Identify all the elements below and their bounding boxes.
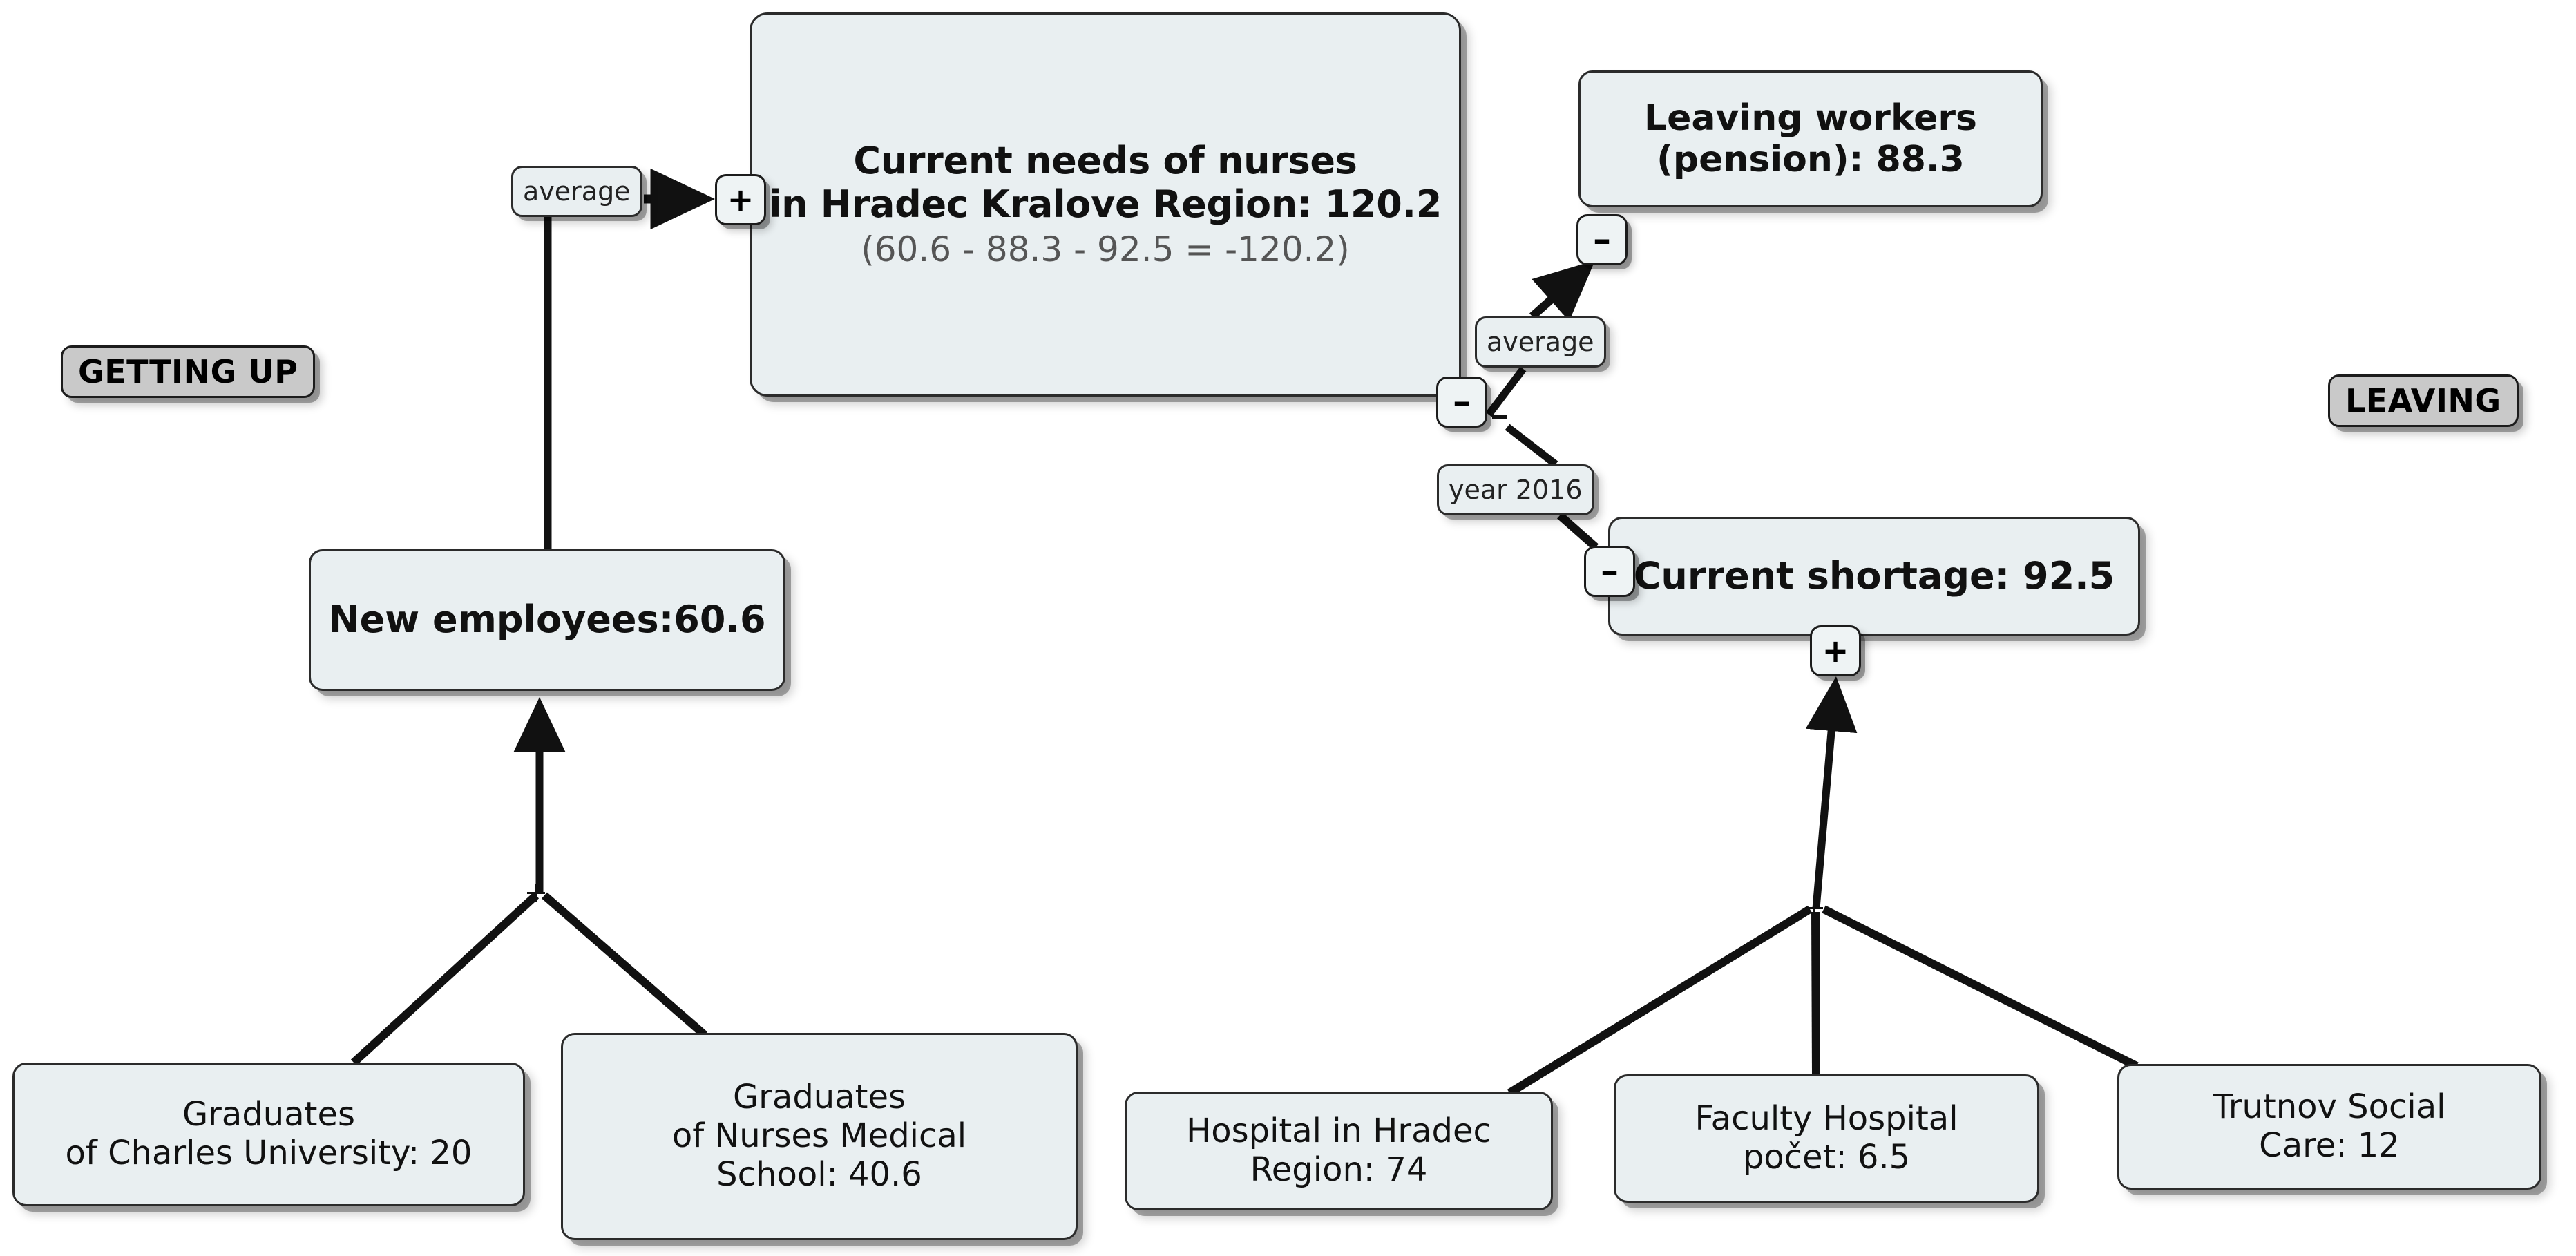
- node-leaving-workers-pension[interactable]: Leaving workers (pension): 88.3: [1578, 70, 2043, 207]
- node-current-needs-of-nurses[interactable]: Current needs of nurses in Hradec Kralov…: [750, 12, 1461, 397]
- edge-label-year-2016[interactable]: year 2016: [1437, 464, 1594, 515]
- node-hospital-hradec-line1: Hospital in Hradec: [1186, 1112, 1491, 1151]
- node-leaving-workers-line1: Leaving workers: [1643, 97, 1977, 139]
- edge-main-right-split: [1485, 366, 1527, 417]
- junction-plus-left-icon: [527, 884, 545, 902]
- edge-label-average-left[interactable]: average: [511, 166, 642, 217]
- node-leaving-workers-line2: (pension): 88.3: [1657, 139, 1965, 180]
- node-main-line1: Current needs of nurses: [853, 139, 1357, 183]
- port-minus-main-right-icon[interactable]: –: [1436, 377, 1487, 428]
- node-current-shortage-label: Current shortage: 92.5: [1633, 553, 2115, 598]
- node-grad-charles-line1: Graduates: [182, 1095, 355, 1134]
- node-trutnov-line1: Trutnov Social: [2213, 1087, 2446, 1127]
- node-main-line2: in Hradec Kralove Region: 120.2: [768, 182, 1442, 226]
- port-minus-leaving-workers-icon[interactable]: –: [1576, 214, 1628, 265]
- node-trutnov-social-care[interactable]: Trutnov Social Care: 12: [2117, 1064, 2541, 1190]
- group-badge-getting-up: GETTING UP: [61, 345, 316, 398]
- node-main-formula: (60.6 - 88.3 - 92.5 = -120.2): [861, 229, 1350, 269]
- node-grad-nurses-line3: School: 40.6: [716, 1154, 922, 1194]
- node-grad-nurses-line2: of Nurses Medical: [671, 1116, 967, 1156]
- node-faculty-hospital-line2: počet: 6.5: [1742, 1138, 1911, 1177]
- edge-label-average-right[interactable]: average: [1475, 316, 1606, 368]
- edge-trutnov-to-junction: [1822, 905, 2139, 1070]
- node-current-shortage[interactable]: Current shortage: 92.5: [1608, 517, 2140, 636]
- node-trutnov-line2: Care: 12: [2259, 1126, 2400, 1165]
- node-hospital-hradec-line2: Region: 74: [1250, 1150, 1428, 1189]
- node-faculty-hospital-line1: Faculty Hospital: [1695, 1099, 1958, 1139]
- node-graduates-charles-university[interactable]: Graduates of Charles University: 20: [12, 1063, 525, 1206]
- edge-average-right-to-leaving-minus: [1529, 260, 1595, 321]
- port-plus-main-icon[interactable]: +: [715, 174, 766, 225]
- node-faculty-hospital[interactable]: Faculty Hospital počet: 6.5: [1614, 1074, 2039, 1203]
- edge-hospital-hradec-to-junction: [1507, 905, 1813, 1097]
- junction-plus-right-icon: [1805, 900, 1823, 917]
- junction-dash-right-icon: [1492, 415, 1507, 419]
- port-minus-current-shortage-icon[interactable]: –: [1584, 546, 1635, 597]
- edge-split-to-year2016: [1505, 424, 1558, 468]
- port-plus-current-shortage-icon[interactable]: +: [1810, 625, 1861, 676]
- edge-graduates-charles-to-junction: [350, 892, 540, 1066]
- group-badge-leaving: LEAVING: [2328, 374, 2519, 427]
- node-grad-nurses-line1: Graduates: [732, 1078, 906, 1117]
- node-new-employees[interactable]: New employees:60.6: [309, 549, 785, 691]
- edge-year2016-to-shortage-minus: [1557, 512, 1599, 551]
- node-hospital-in-hradec-region[interactable]: Hospital in Hradec Region: 74: [1125, 1092, 1553, 1210]
- edge-graduates-nurses-to-junction: [542, 892, 707, 1038]
- node-grad-charles-line2: of Charles University: 20: [65, 1134, 473, 1172]
- edge-right-junction-to-shortage-plus: [1805, 676, 1858, 909]
- edge-faculty-hospital-to-junction: [1811, 911, 1820, 1076]
- node-graduates-nurses-medical-school[interactable]: Graduates of Nurses Medical School: 40.6: [561, 1033, 1078, 1240]
- node-new-employees-label: New employees:60.6: [328, 598, 766, 642]
